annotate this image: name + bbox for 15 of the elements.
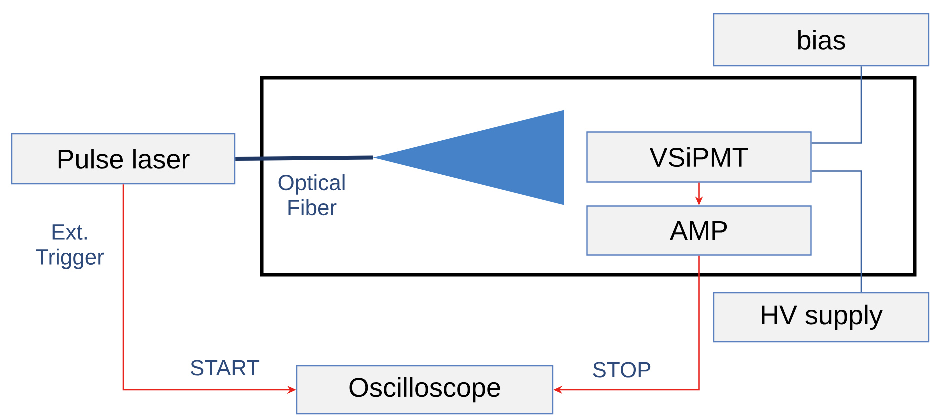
edge-label: START [190,360,260,376]
connector-line [812,170,862,292]
device-box: AMP [586,206,812,256]
connector-line [236,156,374,161]
edge-label: Optical Fiber [278,174,345,216]
device-box: Oscilloscope [296,365,554,415]
device-box: VSiPMT [586,132,812,183]
device-box: HV supply [713,292,930,343]
device-box: Pulse laser [11,133,236,185]
cone-drawing [373,110,564,206]
connector-line [812,66,862,144]
edge-label: STOP [593,362,651,378]
device-box: bias [713,13,930,67]
signal-label: Ext. Trigger [36,224,104,270]
enclosure-box [260,76,917,277]
